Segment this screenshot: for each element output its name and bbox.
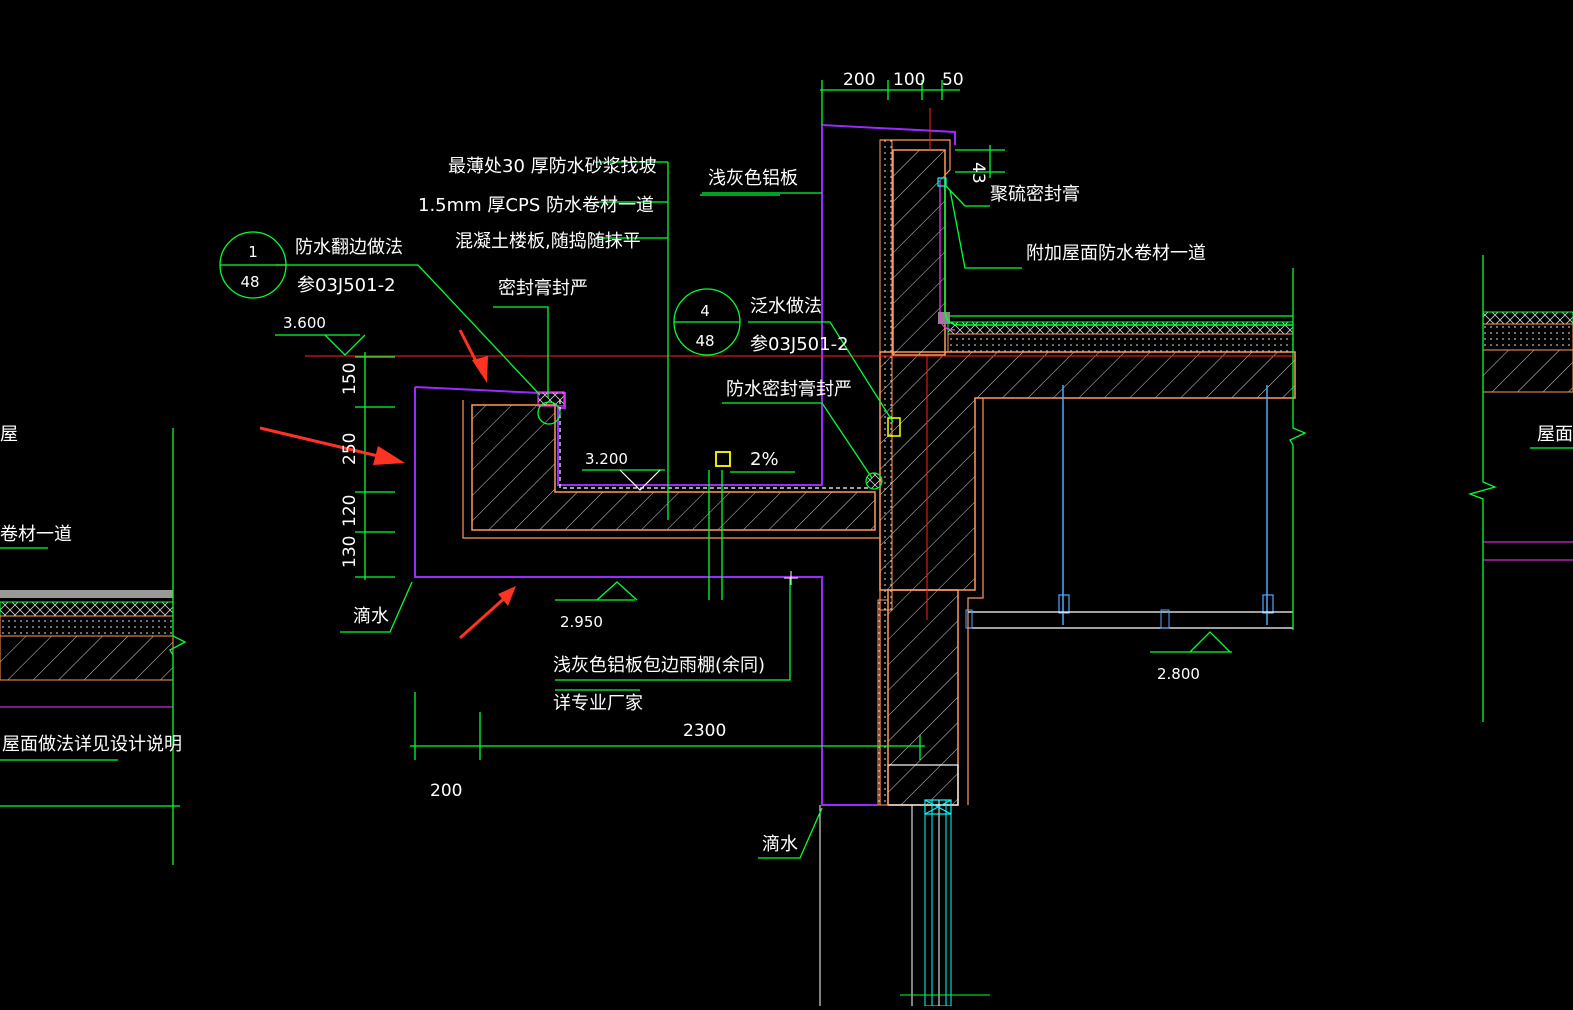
level-labels: 3.600 3.200 2.950 2.800 bbox=[283, 314, 1200, 683]
dim-span-2300: 2300 bbox=[683, 721, 726, 741]
membrane-label: 1.5mm 厚CPS 防水卷材一道 bbox=[418, 195, 654, 216]
annotation-arrows bbox=[259, 329, 516, 640]
callout-4-bottom: 48 bbox=[695, 332, 714, 350]
left-edge-label: 屋 bbox=[0, 424, 18, 445]
leader-lines bbox=[0, 80, 1573, 859]
level-2950: 2.950 bbox=[560, 613, 603, 631]
flashing-ref-label: 参03J501-2 bbox=[750, 334, 849, 355]
dim-top-100: 100 bbox=[893, 70, 925, 90]
callout-4-top: 4 bbox=[700, 302, 710, 320]
canopy-note-label: 浅灰色铝板包边雨棚(余同) bbox=[553, 655, 765, 676]
sealant-details bbox=[537, 391, 901, 490]
upturn-ref-label: 参03J501-2 bbox=[297, 275, 396, 296]
flashing-label: 泛水做法 bbox=[750, 296, 822, 317]
aluminum-label: 浅灰色铝板 bbox=[708, 168, 798, 189]
dim-top-200: 200 bbox=[843, 70, 875, 90]
drip-left-label: 滴水 bbox=[353, 606, 389, 627]
sealant-seal-label: 密封膏封严 bbox=[498, 277, 588, 299]
left-membrane-label: 卷材一道 bbox=[0, 524, 72, 545]
dim-top-50: 50 bbox=[942, 70, 964, 90]
mortar-label: 最薄处30 厚防水砂浆找坡 bbox=[448, 156, 657, 177]
break-lines bbox=[0, 108, 1497, 865]
lower-wall bbox=[887, 589, 959, 806]
drip-bottom-label: 滴水 bbox=[762, 834, 798, 855]
right-partial-label: 屋面 bbox=[1537, 424, 1573, 445]
callout-1-top: 1 bbox=[248, 243, 258, 261]
dim-v120: 120 bbox=[340, 495, 360, 527]
dim-offset-200: 200 bbox=[430, 781, 462, 801]
level-3600: 3.600 bbox=[283, 314, 326, 332]
level-2800: 2.800 bbox=[1157, 665, 1200, 683]
dim-v250: 250 bbox=[340, 433, 360, 465]
left-roof-note-label: 屋面做法详见设计说明 bbox=[2, 734, 182, 755]
annotation-labels: 最薄处30 厚防水砂浆找坡 1.5mm 厚CPS 防水卷材一道 混凝土楼板,随捣… bbox=[0, 156, 1573, 855]
slab-label: 混凝土楼板,随捣随抹平 bbox=[455, 231, 641, 252]
level-3200: 3.200 bbox=[585, 450, 628, 468]
dim-side-43: 43 bbox=[968, 162, 988, 184]
callout-detail-4[interactable]: 4 48 bbox=[673, 288, 741, 356]
upturn-label: 防水翻边做法 bbox=[295, 237, 403, 258]
dim-v150: 150 bbox=[340, 363, 360, 395]
dimension-labels: 200 100 50 43 150 250 120 130 2300 200 bbox=[340, 70, 988, 801]
parapet-layers bbox=[877, 139, 1293, 806]
extra-membrane-label: 附加屋面防水卷材一道 bbox=[1026, 243, 1206, 264]
window-and-ceiling bbox=[819, 385, 1293, 1007]
polysulfide-label: 聚硫密封膏 bbox=[990, 183, 1080, 205]
roof-slab bbox=[879, 351, 1296, 591]
callout-detail-1[interactable]: 1 48 bbox=[219, 231, 287, 299]
callout-1-bottom: 48 bbox=[240, 273, 259, 291]
vendor-note-label: 详专业厂家 bbox=[553, 693, 643, 714]
waterproof-seal-label: 防水密封膏封严 bbox=[726, 378, 852, 400]
concrete-structure bbox=[462, 149, 1296, 806]
level-markers bbox=[324, 334, 1231, 653]
parapet-wall bbox=[892, 149, 946, 356]
crosshair-cursor-icon bbox=[784, 571, 798, 585]
slope-label: 2% bbox=[750, 449, 779, 470]
canopy-slab bbox=[471, 404, 876, 531]
dim-v130: 130 bbox=[340, 536, 360, 568]
